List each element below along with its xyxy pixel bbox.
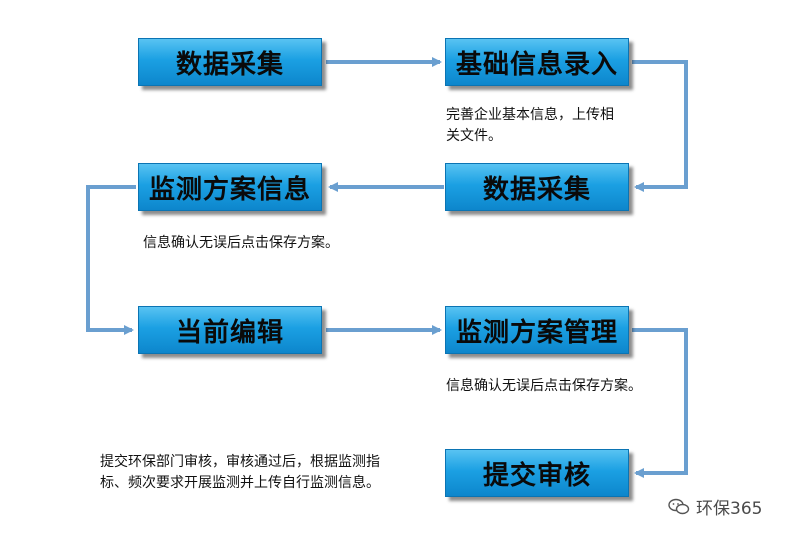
- step-data-collection: 数据采集: [138, 38, 322, 86]
- step-data-collection-2: 数据采集: [445, 163, 629, 211]
- step-current-edit: 当前编辑: [138, 306, 322, 354]
- watermark-text: 环保365: [696, 499, 763, 519]
- step-monitoring-plan-info: 监测方案信息: [138, 163, 322, 211]
- note-plan-management: 信息确认无误后点击保存方案。: [446, 376, 642, 397]
- note-plan-info: 信息确认无误后点击保存方案。: [143, 233, 339, 254]
- note-basic-info: 完善企业基本信息，上传相 关文件。: [446, 105, 614, 147]
- arrow-4-to-5: [86, 185, 136, 335]
- note-submit-review: 提交环保部门审核，审核通过后，根据监测指 标、频次要求开展监测并上传自行监测信息…: [100, 452, 380, 494]
- arrow-6-to-7: [632, 328, 688, 478]
- step-monitoring-plan-management: 监测方案管理: [445, 306, 629, 354]
- note-line: 提交环保部门审核，审核通过后，根据监测指: [100, 454, 380, 470]
- step-submit-review: 提交审核: [445, 449, 629, 497]
- note-line: 信息确认无误后点击保存方案。: [446, 378, 642, 394]
- note-line: 关文件。: [446, 128, 502, 144]
- note-line: 完善企业基本信息，上传相: [446, 107, 614, 123]
- step-basic-info-entry: 基础信息录入: [445, 38, 629, 86]
- arrow-2-to-3: [632, 60, 688, 192]
- note-line: 标、频次要求开展监测并上传自行监测信息。: [100, 475, 380, 491]
- note-line: 信息确认无误后点击保存方案。: [143, 235, 339, 251]
- wechat-icon: [668, 498, 690, 514]
- watermark: 环保365: [668, 494, 762, 519]
